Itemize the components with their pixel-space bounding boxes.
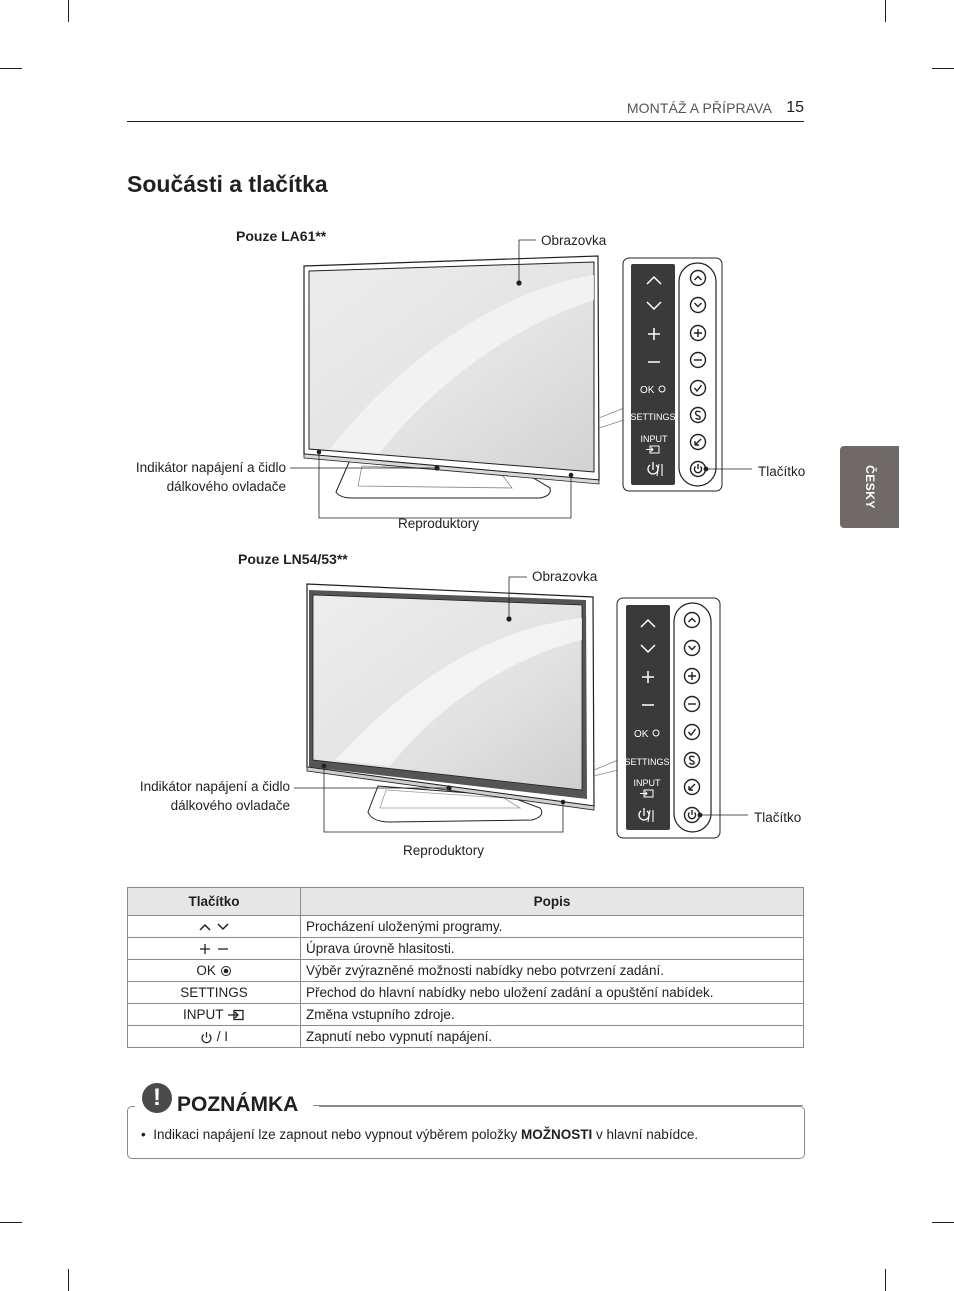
table-key-text: INPUT	[182, 1007, 224, 1022]
indicator-label-line2: dálkového ovladače	[166, 479, 286, 494]
tv-diagram-la61: OK SETTINGS INPUT	[290, 239, 752, 519]
screen-label-1: Obrazovka	[541, 233, 607, 248]
header-rule	[127, 121, 804, 122]
table-desc-cell: Zapnutí nebo vypnutí napájení.	[300, 1025, 804, 1048]
buttons-table: Tlačítko Popis Procházení uloženými prog…	[127, 887, 804, 1048]
table-row: INPUT Změna vstupního zdroje.	[127, 1003, 804, 1026]
note-title: POZNÁMKA	[177, 1093, 299, 1116]
crop-mark	[68, 1269, 69, 1291]
button-label-2: Tlačítko	[754, 810, 802, 825]
note-text-bold: MOŽNOSTI	[521, 1127, 593, 1142]
table-key-cell: INPUT	[127, 1003, 301, 1026]
table-row: Úprava úrovně hlasitosti.	[127, 937, 804, 960]
running-head: MONTÁŽ A PŘÍPRAVA	[626, 100, 772, 116]
model-label-1: Pouze LA61**	[236, 228, 327, 244]
crop-mark	[68, 0, 69, 22]
table-header-cell: Popis	[300, 887, 804, 916]
ok-dot-icon	[220, 966, 231, 977]
section-title: Součásti a tlačítka	[127, 171, 328, 197]
minus-icon	[217, 948, 228, 951]
table-key-cell: / I	[127, 1025, 301, 1048]
table-key-cell	[127, 937, 301, 960]
indicator-label-line2: dálkového ovladače	[170, 798, 290, 813]
table-key-suffix: / I	[216, 1029, 229, 1044]
table-key-cell: OK	[127, 959, 301, 982]
panel-input-label: INPUT	[634, 778, 662, 788]
table-key-text: OK	[196, 963, 216, 978]
exclamation-icon: !	[142, 1083, 172, 1113]
crop-mark	[885, 0, 886, 22]
page-number: 15	[786, 99, 804, 116]
screen-label-2: Obrazovka	[532, 569, 598, 584]
table-key-cell	[127, 915, 301, 938]
panel-input-label: INPUT	[641, 434, 669, 444]
table-desc-cell: Změna vstupního zdroje.	[300, 1003, 804, 1026]
table-desc-cell: Výběr zvýrazněné možnosti nabídky nebo p…	[300, 959, 804, 982]
button-label-1: Tlačítko	[758, 464, 806, 479]
panel-ok-label: OK	[640, 385, 655, 396]
table-header-cell: Tlačítko	[127, 887, 301, 916]
table-row: OK Výběr zvýrazněné možnosti nabídky neb…	[127, 959, 804, 982]
language-tab: ČESKY	[840, 446, 899, 528]
table-desc-cell: Přechod do hlavní nabídky nebo uložení z…	[300, 981, 804, 1004]
table-desc-cell: Úprava úrovně hlasitosti.	[300, 937, 804, 960]
indicator-label-line1: Indikátor napájení a čidlo	[139, 779, 290, 794]
table-row: / I Zapnutí nebo vypnutí napájení.	[127, 1025, 804, 1048]
indicator-label-2: Indikátor napájení a čidlo dálkového ovl…	[124, 777, 290, 815]
power-icon	[201, 1031, 212, 1044]
panel-settings-label: SETTINGS	[624, 757, 669, 767]
table-header-row: Tlačítko Popis	[127, 887, 804, 916]
crop-mark	[885, 1269, 886, 1291]
note-text-before: Indikaci napájení lze zapnout nebo vypno…	[153, 1127, 518, 1142]
speakers-label-2: Reproduktory	[403, 843, 485, 858]
note-text: • Indikaci napájení lze zapnout nebo vyp…	[141, 1127, 698, 1142]
indicator-label-1: Indikátor napájení a čidlo dálkového ovl…	[120, 458, 286, 496]
crop-mark	[932, 68, 954, 69]
model-label-2: Pouze LN54/53**	[238, 551, 348, 567]
indicator-label-line1: Indikátor napájení a čidlo	[135, 460, 286, 475]
crop-mark	[932, 1222, 954, 1223]
tv-diagram-ln54: OK SETTINGS INPUT	[294, 576, 748, 839]
table-row: SETTINGS Přechod do hlavní nabídky nebo …	[127, 981, 804, 1004]
note-bullet: •	[141, 1127, 146, 1142]
speakers-label-1: Reproduktory	[398, 516, 480, 531]
panel-settings-label: SETTINGS	[630, 412, 675, 422]
chevron-down-icon	[217, 923, 229, 931]
note-text-after: v hlavní nabídce.	[596, 1127, 699, 1142]
note-box	[127, 1106, 805, 1159]
crop-mark	[0, 1222, 22, 1223]
note-heading-rule	[313, 1105, 803, 1106]
crop-mark	[0, 68, 22, 69]
table-row: Procházení uloženými programy.	[127, 915, 804, 938]
input-icon	[228, 1010, 244, 1021]
table-key-text: SETTINGS	[180, 985, 248, 1000]
table-desc-cell: Procházení uloženými programy.	[300, 915, 804, 938]
panel-ok-label: OK	[634, 729, 649, 740]
plus-icon	[200, 944, 211, 955]
table-key-cell: SETTINGS	[127, 981, 301, 1004]
chevron-up-icon	[199, 924, 211, 931]
